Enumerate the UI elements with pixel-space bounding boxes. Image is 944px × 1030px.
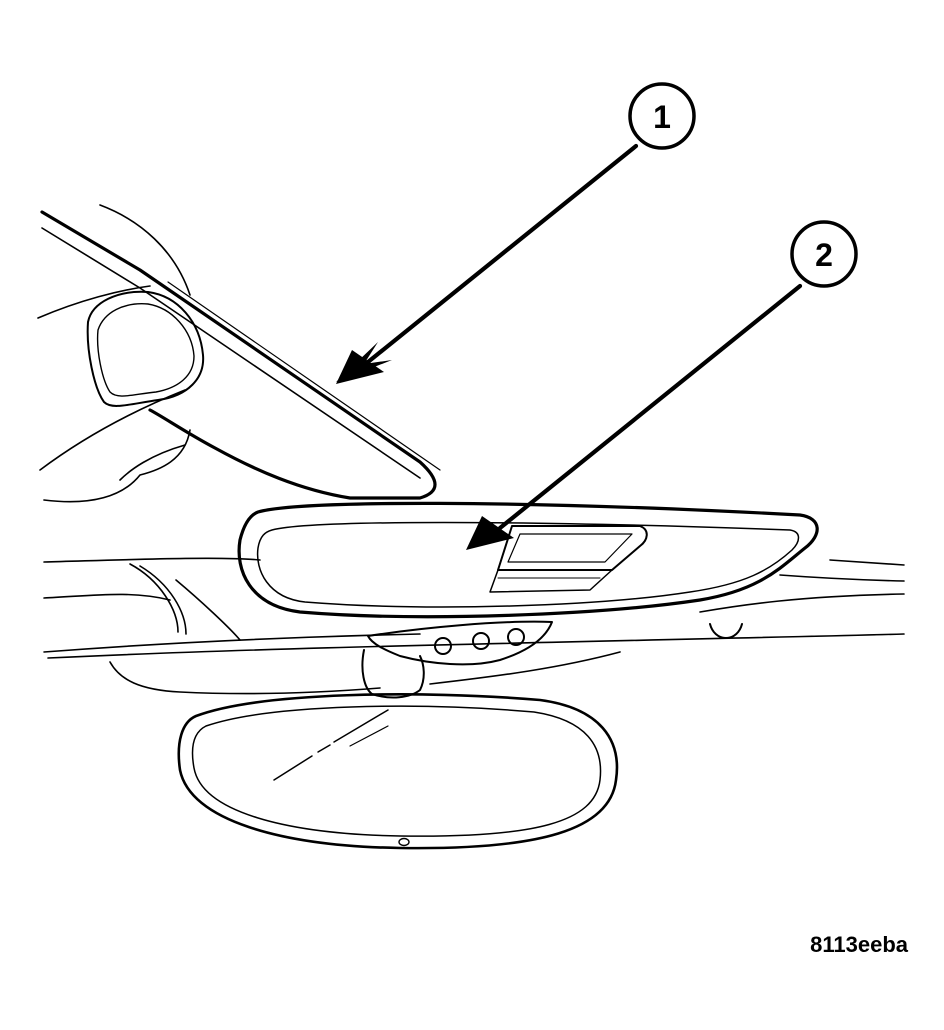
rearview-mirror [177,693,619,850]
callout-arrow-1 [336,143,639,384]
callout-1: 1 [628,82,696,150]
callout-circle-1 [628,82,696,150]
headliner-panel [43,557,905,695]
callout-number-2: 2 [815,237,833,273]
overhead-console [237,501,819,619]
callout-circle-2 [790,220,858,288]
trim-stick-tool [40,210,441,500]
callout-arrow-2 [466,283,803,550]
callout-2: 2 [790,220,858,288]
callout-number-1: 1 [653,99,671,135]
mirror-mount [361,620,743,699]
hand-outline [37,204,191,503]
figure-id-label: 8113eeba [810,932,908,957]
fingertip [86,290,205,407]
